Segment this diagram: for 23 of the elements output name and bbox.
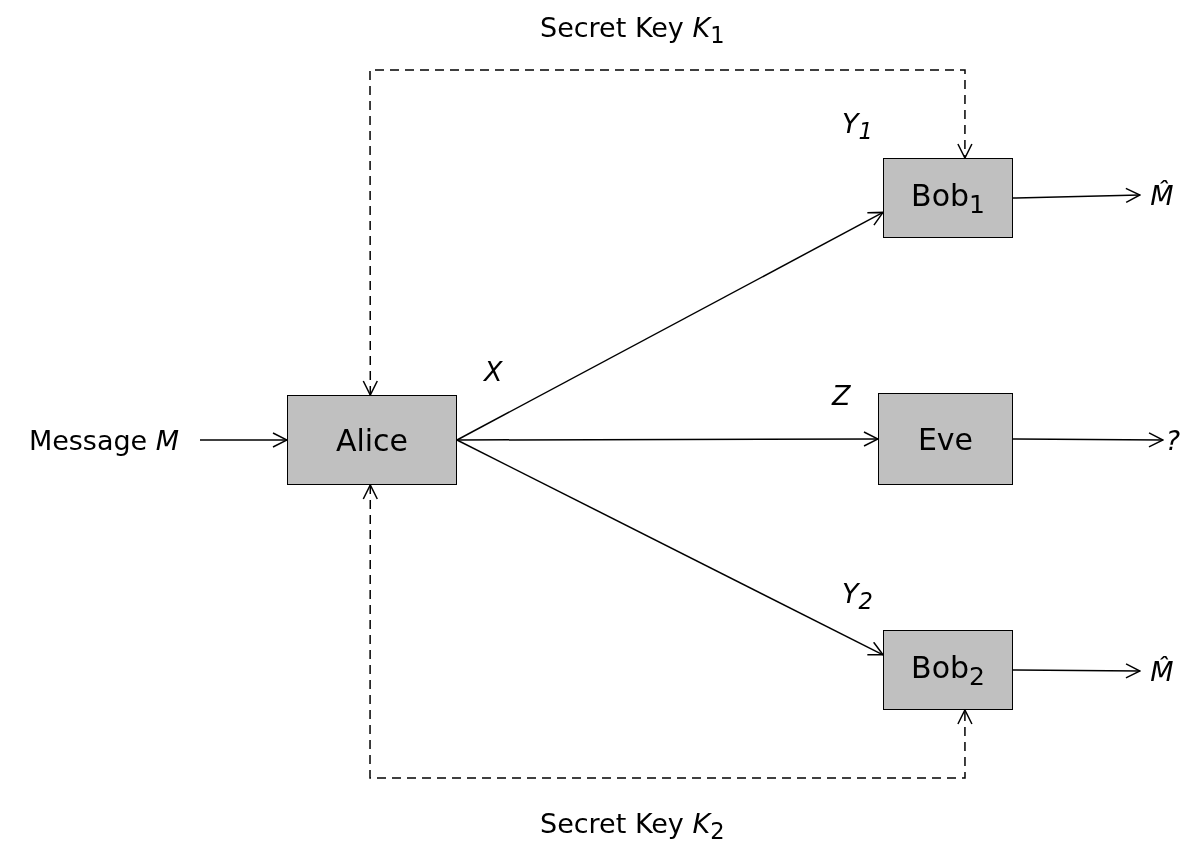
process-box: Bob$_{1}$ [883,158,1013,238]
signal-label: X [484,356,503,387]
arrow [1012,432,1164,448]
process-box: Bob$_{2}$ [883,630,1013,710]
dashed-arrow [362,69,973,396]
arrow [456,439,884,656]
output-label: ? [1163,418,1183,462]
arrow [1012,663,1141,679]
edge-label: Secret Key K$_{1}$ [540,12,725,49]
process-box: Alice [287,395,457,485]
output-label: M̂ [1140,648,1184,694]
arrow [456,431,879,447]
output-label: M̂ [1140,172,1184,218]
arrow [456,211,884,441]
arrow [1012,187,1141,204]
arrow [199,432,288,448]
message-label: Message M [8,418,200,462]
dashed-arrow [362,484,973,779]
edge-label: Secret Key K$_{2}$ [540,808,725,845]
edge-label: Z [832,380,851,411]
process-box: Eve [878,393,1013,485]
edge-label: Y$_{2}$ [842,578,873,615]
edge-label: Y$_{1}$ [842,108,873,145]
